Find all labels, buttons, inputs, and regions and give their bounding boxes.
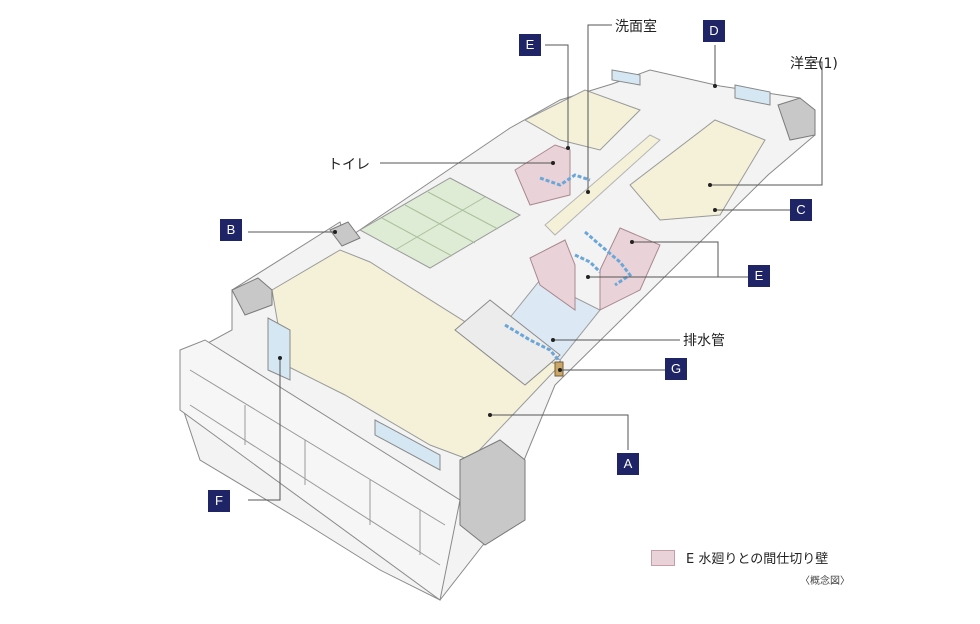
label-badge-e-right: E <box>748 265 770 287</box>
label-badge-d: D <box>703 20 725 42</box>
pillar-back <box>777 97 816 141</box>
tatami-lines <box>381 191 499 257</box>
living-room-floor <box>271 249 561 461</box>
callout-western-room-1: 洋室(1) <box>790 56 838 72</box>
callout-drain-pipe: 排水管 <box>683 333 725 349</box>
leader-dots <box>278 84 717 417</box>
balcony <box>179 339 461 601</box>
label-badge-f: F <box>208 490 230 512</box>
window-south <box>374 419 441 471</box>
corridor-floor <box>544 134 661 236</box>
pillar-front <box>459 439 526 546</box>
label-badge-c: C <box>790 199 812 221</box>
window-north-2 <box>734 84 771 106</box>
western-room-1-floor <box>629 119 766 221</box>
label-badge-e-top: E <box>519 34 541 56</box>
label-badge-b: B <box>220 219 242 241</box>
toilet-partition-wall <box>514 144 571 206</box>
water-pipes <box>504 173 633 363</box>
label-badge-a: A <box>617 453 639 475</box>
legend-subtitle: 〈概念図〉 <box>800 576 850 587</box>
label-badge-g: G <box>665 358 687 380</box>
pillar-left <box>231 277 273 316</box>
window-west <box>267 317 291 381</box>
callout-toilet: トイレ <box>328 157 370 173</box>
legend-swatch <box>651 550 675 566</box>
top-room-floor <box>523 89 641 151</box>
callout-washroom: 洗面室 <box>615 19 657 35</box>
legend-text: E 水廻りとの間仕切り壁 <box>686 552 829 567</box>
window-north-1 <box>611 69 641 86</box>
kitchen-counter <box>454 299 561 386</box>
leader-lines <box>248 24 823 501</box>
balcony-railings <box>189 369 446 566</box>
pillar-mid <box>329 221 361 247</box>
bath-partition-wall-left <box>529 239 576 311</box>
